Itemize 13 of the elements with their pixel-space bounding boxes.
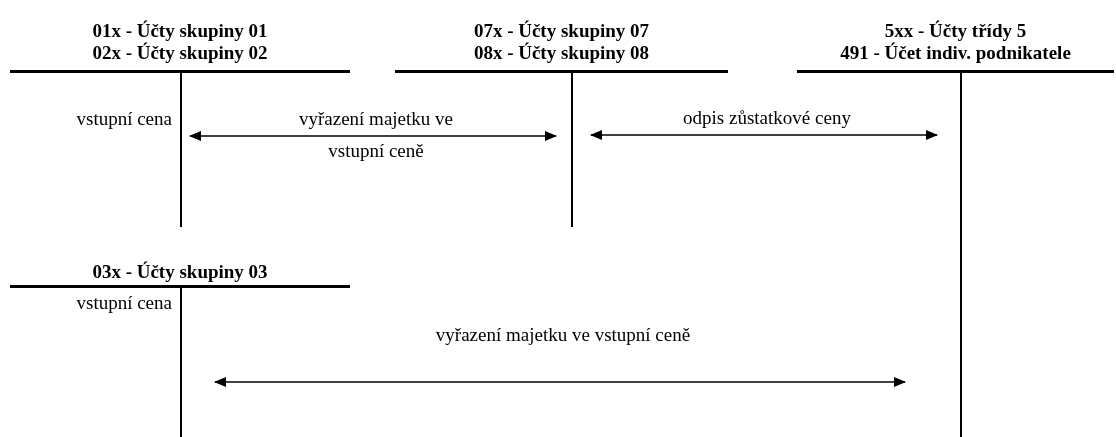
account-title: 07x - Účty skupiny 07 (473, 20, 650, 42)
account-title: 5xx - Účty třídy 5 (884, 20, 1027, 42)
entry-text: vstupní cena (76, 108, 172, 130)
entry-text: vstupní cena (76, 292, 172, 314)
double-arrow (189, 131, 557, 141)
edge-label: vyřazení majetku ve vstupní ceně (297, 107, 454, 163)
account-title: 08x - Účty skupiny 08 (473, 42, 650, 64)
account-title: 02x - Účty skupiny 02 (92, 42, 268, 64)
double-arrow (590, 130, 938, 140)
account-title: 491 - Účet indiv. podnikatele (840, 42, 1071, 64)
double-arrow (214, 377, 906, 387)
account-title: 03x - Účty skupiny 03 (92, 261, 268, 283)
account-title: 01x - Účty skupiny 01 (92, 20, 268, 42)
